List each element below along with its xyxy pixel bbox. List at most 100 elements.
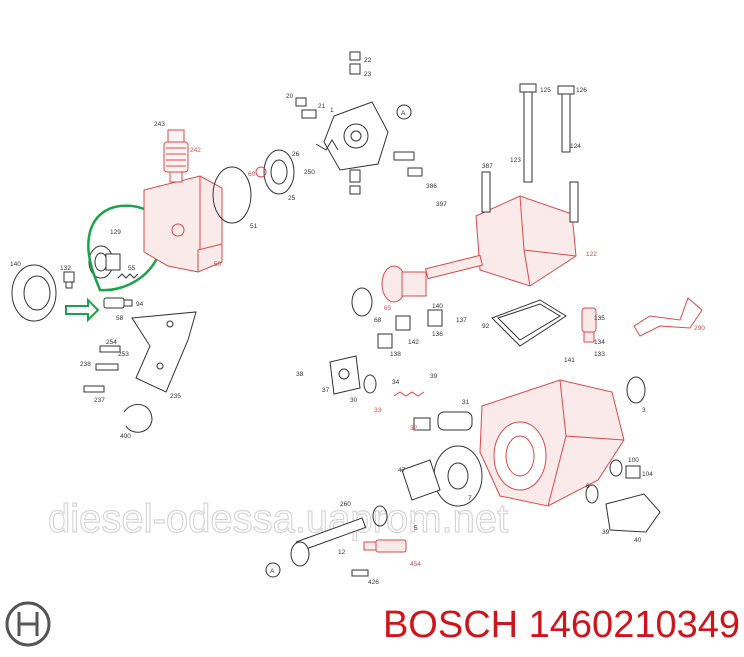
brand-name: BOSCH [382, 604, 519, 646]
spring-55 [117, 273, 139, 279]
washer-140 [11, 264, 57, 322]
svg-text:387: 387 [482, 163, 493, 170]
svg-text:237: 237 [94, 397, 105, 404]
svg-text:1: 1 [330, 107, 334, 114]
part-number: 1460210349 [528, 604, 740, 646]
callout-A-top: A [401, 110, 406, 117]
svg-text:22: 22 [364, 57, 372, 64]
svg-text:38: 38 [296, 371, 304, 378]
svg-text:104: 104 [642, 471, 653, 478]
svg-text:92: 92 [482, 323, 490, 330]
gasket-92 [491, 299, 567, 347]
svg-text:125: 125 [540, 87, 551, 94]
svg-text:254: 254 [106, 339, 117, 346]
svg-text:250: 250 [304, 169, 315, 176]
svg-text:7: 7 [468, 495, 472, 502]
svg-text:68: 68 [374, 317, 382, 324]
oring-68 [351, 287, 373, 317]
link-290 [633, 297, 703, 337]
pump-head-50 [143, 175, 223, 273]
svg-text:33: 33 [374, 407, 382, 414]
pump-housing-1 [479, 379, 625, 507]
svg-text:260: 260 [340, 501, 351, 508]
svg-text:142: 142 [408, 339, 419, 346]
svg-text:235: 235 [170, 393, 181, 400]
svg-text:47: 47 [398, 467, 406, 474]
cover-40 [605, 493, 661, 533]
svg-text:135: 135 [594, 315, 605, 322]
svg-text:40: 40 [634, 537, 642, 544]
oring-30 [363, 374, 377, 394]
plate-37 [329, 355, 361, 395]
drive-shaft-12 [290, 517, 367, 567]
oring-260 [372, 505, 388, 527]
svg-text:238: 238 [80, 361, 91, 368]
exploded-pump-diagram: diesel-odessa.uaprom.net [10, 51, 705, 586]
watermark-text: diesel-odessa.uaprom.net [48, 497, 508, 541]
part-58 [103, 297, 133, 309]
svg-text:100: 100 [628, 457, 639, 464]
piston-31 [413, 411, 473, 431]
svg-text:124: 124 [570, 143, 581, 150]
oring-6 [585, 484, 599, 504]
pin-stack-22-23 [349, 51, 361, 195]
svg-text:133: 133 [594, 351, 605, 358]
seal-3 [626, 376, 646, 404]
part-20-21 [295, 97, 423, 177]
flange-25 [263, 149, 295, 195]
svg-text:243: 243 [154, 121, 165, 128]
parts-136-142 [377, 309, 443, 349]
svg-text:386: 386 [426, 183, 437, 190]
svg-text:31: 31 [462, 399, 470, 406]
bolts-125-126 [481, 83, 579, 223]
cam-plate-1 [323, 101, 389, 171]
svg-text:400: 400 [120, 433, 131, 440]
gear-plate-7 [433, 445, 483, 507]
svg-text:39: 39 [602, 529, 610, 536]
part-132 [63, 271, 75, 289]
svg-text:51: 51 [250, 223, 258, 230]
svg-text:5: 5 [414, 525, 418, 532]
svg-text:12: 12 [338, 549, 346, 556]
svg-text:94: 94 [136, 301, 144, 308]
brand-part-number: BOSCH 1460210349 [383, 604, 740, 647]
svg-text:37: 37 [322, 387, 330, 394]
svg-text:39: 39 [430, 373, 438, 380]
svg-text:50: 50 [214, 261, 222, 268]
svg-text:454: 454 [410, 561, 421, 568]
svg-text:290: 290 [694, 325, 705, 332]
bracket-235 [131, 311, 197, 393]
svg-text:60: 60 [248, 171, 256, 178]
bolt-426 [351, 569, 369, 577]
svg-text:140: 140 [432, 303, 443, 310]
svg-text:141: 141 [564, 357, 575, 364]
svg-text:65: 65 [384, 305, 392, 312]
svg-text:58: 58 [116, 315, 124, 322]
svg-text:138: 138 [390, 351, 401, 358]
svg-text:34: 34 [392, 379, 400, 386]
svg-text:137: 137 [456, 317, 467, 324]
svg-text:242: 242 [190, 147, 201, 154]
part-104-100 [609, 459, 641, 479]
screws-left [83, 345, 121, 393]
oring-51 [212, 166, 252, 224]
footer-bar: BOSCH 1460210349 [0, 592, 744, 657]
svg-text:21: 21 [318, 103, 326, 110]
callout-labels: A A 243 242 140 132 129 55 94 58 254 253… [10, 57, 705, 586]
svg-text:6: 6 [586, 483, 590, 490]
svg-text:3: 3 [642, 407, 646, 414]
svg-text:20: 20 [286, 93, 294, 100]
svg-text:253: 253 [118, 351, 129, 358]
svg-text:136: 136 [432, 331, 443, 338]
svg-text:140: 140 [10, 261, 21, 268]
sensor-454 [363, 539, 407, 553]
svg-text:30: 30 [350, 397, 358, 404]
governor-cover-122 [475, 195, 577, 287]
bosch-logo-icon [5, 601, 51, 647]
shaft-65 [381, 254, 483, 303]
svg-text:55: 55 [128, 265, 136, 272]
clip-400 [123, 404, 153, 433]
svg-text:25: 25 [288, 195, 296, 202]
part-26 [255, 166, 267, 178]
